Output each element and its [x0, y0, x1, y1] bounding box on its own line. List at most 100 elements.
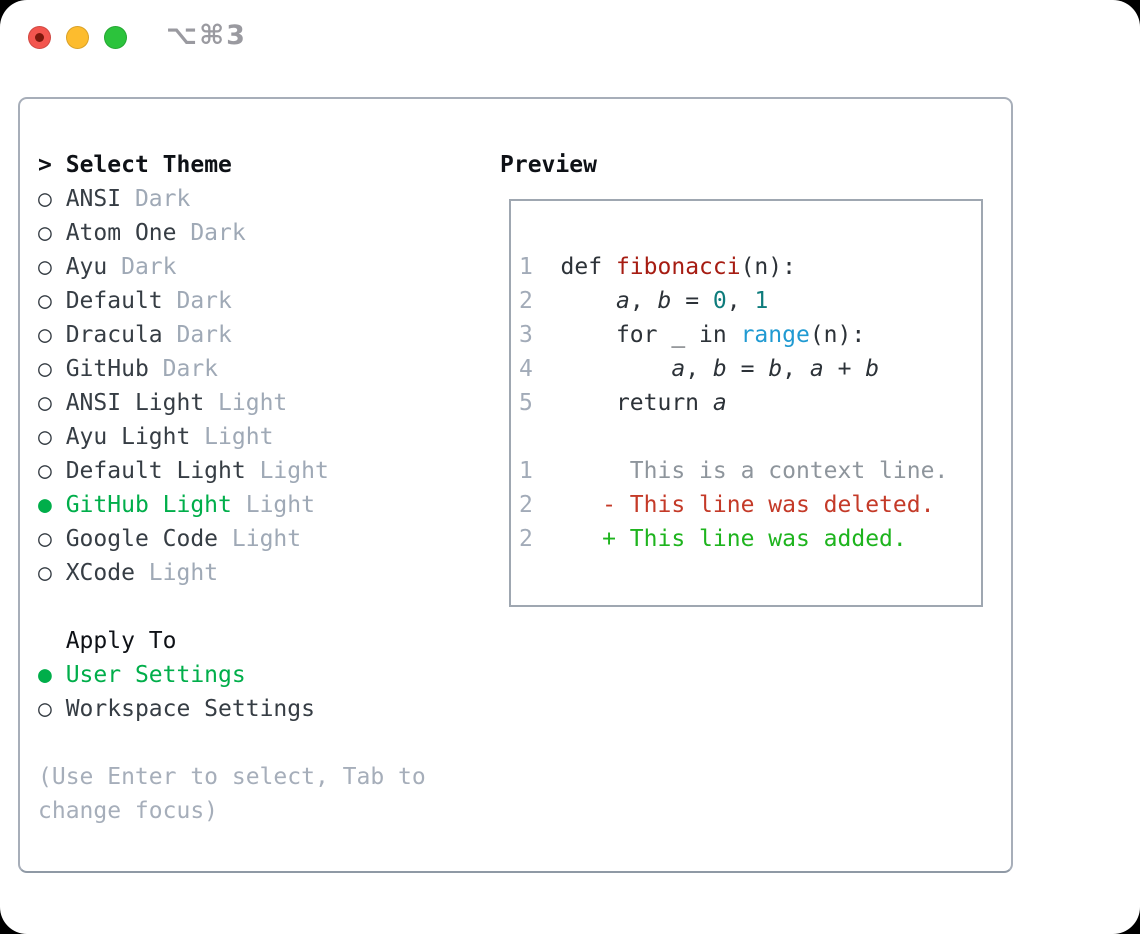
- radio-icon: ○: [38, 424, 66, 450]
- code-line: 1 This is a context line.: [519, 454, 981, 488]
- code-token: + This line was added.: [602, 526, 907, 552]
- code-token: for _ in: [532, 322, 741, 348]
- theme-option-default-light[interactable]: ○ Default Light Light: [38, 454, 440, 488]
- theme-option-ansi-light[interactable]: ○ ANSI Light Light: [38, 386, 440, 420]
- theme-variant-tag: Dark: [121, 186, 191, 212]
- code-token: a: [615, 288, 630, 314]
- theme-variant-tag: Light: [204, 390, 288, 416]
- theme-option-default[interactable]: ○ Default Dark: [38, 284, 440, 318]
- radio-icon: ○: [38, 458, 66, 484]
- apply-option-workspace-settings[interactable]: ○ Workspace Settings: [38, 692, 440, 726]
- theme-name: ANSI: [65, 186, 122, 212]
- line-number: 5: [519, 390, 533, 416]
- code-token: (n):: [809, 322, 866, 348]
- theme-option-ayu[interactable]: ○ Ayu Dark: [38, 250, 440, 284]
- theme-name: Ayu: [65, 254, 108, 280]
- code-blank-line: [519, 216, 981, 250]
- code-blank-line: [519, 420, 981, 454]
- code-token: b: [657, 288, 672, 314]
- theme-option-xcode[interactable]: ○ XCode Light: [38, 556, 440, 590]
- preview-title: Preview: [500, 152, 597, 178]
- spacer: [38, 590, 440, 624]
- theme-variant-tag: Dark: [176, 220, 246, 246]
- theme-name: GitHub: [65, 356, 149, 382]
- radio-icon: ○: [38, 322, 66, 348]
- help-text: (Use Enter to select, Tab to change focu…: [38, 764, 426, 824]
- code-line: 2 + This line was added.: [519, 522, 981, 556]
- theme-name: XCode: [65, 560, 135, 586]
- selected-radio-icon: ●: [38, 662, 66, 688]
- minimize-button[interactable]: [66, 26, 89, 49]
- theme-option-ayu-light[interactable]: ○ Ayu Light Light: [38, 420, 440, 454]
- radio-icon: ○: [38, 696, 66, 722]
- theme-option-ansi[interactable]: ○ ANSI Dark: [38, 182, 440, 216]
- theme-variant-tag: Light: [218, 526, 302, 552]
- code-token: [533, 526, 602, 552]
- theme-name: Google Code: [65, 526, 219, 552]
- theme-variant-tag: Light: [231, 492, 315, 518]
- code-token: +: [823, 356, 866, 382]
- theme-option-dracula[interactable]: ○ Dracula Dark: [38, 318, 440, 352]
- theme-name: Dracula: [65, 322, 163, 348]
- code-token: fibonacci: [615, 254, 741, 280]
- apply-option-label: User Settings: [65, 662, 246, 688]
- line-number: 2: [519, 526, 533, 552]
- theme-variant-tag: Dark: [162, 322, 232, 348]
- apply-option-label: Workspace Settings: [65, 696, 315, 722]
- line-number: 2: [519, 288, 533, 314]
- theme-list: ○ ANSI Dark○ Atom One Dark○ Ayu Dark○ De…: [38, 182, 440, 590]
- theme-variant-tag: Light: [134, 560, 219, 586]
- code-token: ,: [629, 288, 658, 314]
- apply-option-user-settings[interactable]: ● User Settings: [38, 658, 440, 692]
- theme-option-google-code[interactable]: ○ Google Code Light: [38, 522, 440, 556]
- apply-to-header: Apply To: [65, 628, 177, 654]
- code-line: 4 a, b = b, a + b: [519, 352, 981, 386]
- code-token: =: [726, 356, 769, 382]
- code-token: b: [712, 356, 727, 382]
- code-token: [533, 356, 671, 382]
- code-token: 0: [712, 288, 727, 314]
- select-theme-header: > Select Theme: [38, 148, 440, 182]
- code-token: b: [865, 356, 880, 382]
- theme-variant-tag: Light: [190, 424, 274, 450]
- code-line: 5 return a: [519, 386, 981, 420]
- theme-option-atom-one[interactable]: ○ Atom One Dark: [38, 216, 440, 250]
- theme-variant-tag: Dark: [107, 254, 177, 280]
- radio-icon: ○: [38, 186, 66, 212]
- theme-name: Default Light: [65, 458, 246, 484]
- code-line: 3 for _ in range(n):: [519, 318, 981, 352]
- line-number: 1: [519, 254, 533, 280]
- radio-icon: ○: [38, 220, 66, 246]
- theme-name: GitHub Light: [65, 492, 232, 518]
- preview-section: Preview 1 def fibonacci(n):2 a, b = 0, 1…: [500, 148, 983, 607]
- code-token: ,: [685, 356, 713, 382]
- window-shortcut-label: ⌥⌘3: [166, 20, 247, 51]
- code-token: =: [671, 288, 713, 314]
- theme-option-github[interactable]: ○ GitHub Dark: [38, 352, 440, 386]
- code-line: 2 a, b = 0, 1: [519, 284, 981, 318]
- apply-to-list: ● User Settings○ Workspace Settings: [38, 658, 440, 726]
- code-line: 1 def fibonacci(n):: [519, 250, 981, 284]
- close-button[interactable]: [28, 26, 51, 49]
- theme-variant-tag: Light: [245, 458, 329, 484]
- line-number: 2: [519, 492, 533, 518]
- radio-icon: ○: [38, 390, 66, 416]
- theme-name: Atom One: [65, 220, 177, 246]
- theme-variant-tag: Dark: [162, 288, 232, 314]
- line-number: 4: [519, 356, 533, 382]
- maximize-button[interactable]: [104, 26, 127, 49]
- code-token: ,: [782, 356, 810, 382]
- radio-icon: ○: [38, 254, 66, 280]
- code-token: b: [768, 356, 783, 382]
- radio-icon: ○: [38, 356, 66, 382]
- code-token: def: [532, 254, 616, 280]
- selected-radio-icon: ●: [38, 492, 66, 518]
- code-token: return: [532, 390, 713, 416]
- code-token: a: [809, 356, 824, 382]
- code-token: 1: [754, 288, 769, 314]
- code-token: ,: [726, 288, 755, 314]
- theme-name: Ayu Light: [65, 424, 191, 450]
- theme-option-github-light[interactable]: ● GitHub Light Light: [38, 488, 440, 522]
